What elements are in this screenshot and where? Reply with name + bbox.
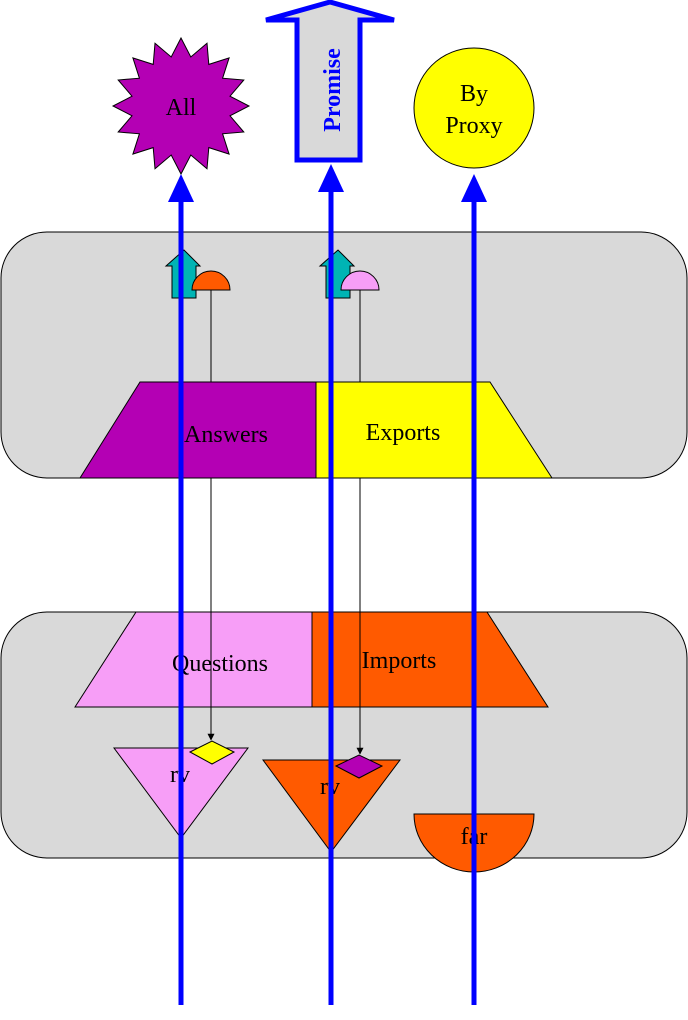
half-dome-icon-left — [191, 270, 231, 291]
half-dome-icon-middle — [340, 270, 380, 291]
by-proxy-label-line2: Proxy — [445, 113, 502, 139]
exports-label: Exports — [366, 420, 441, 446]
diamond-icon-yellow — [188, 740, 236, 765]
by-proxy-label-line1: By — [460, 81, 488, 107]
imports-trapezoid — [311, 611, 549, 708]
exports-trapezoid — [315, 381, 553, 479]
answers-label: Answers — [184, 422, 268, 448]
all-label: All — [166, 95, 197, 121]
blue-arrow-middle — [318, 164, 344, 1005]
questions-label: Questions — [172, 651, 268, 677]
blue-arrow-left — [168, 174, 194, 1005]
imports-label: Imports — [362, 648, 437, 674]
promise-arrow-shape — [265, 0, 395, 163]
blue-arrow-right — [461, 174, 487, 1005]
by-proxy-circle — [413, 47, 535, 169]
promise-label: Promise — [320, 48, 346, 132]
diamond-icon-purple — [334, 754, 384, 779]
